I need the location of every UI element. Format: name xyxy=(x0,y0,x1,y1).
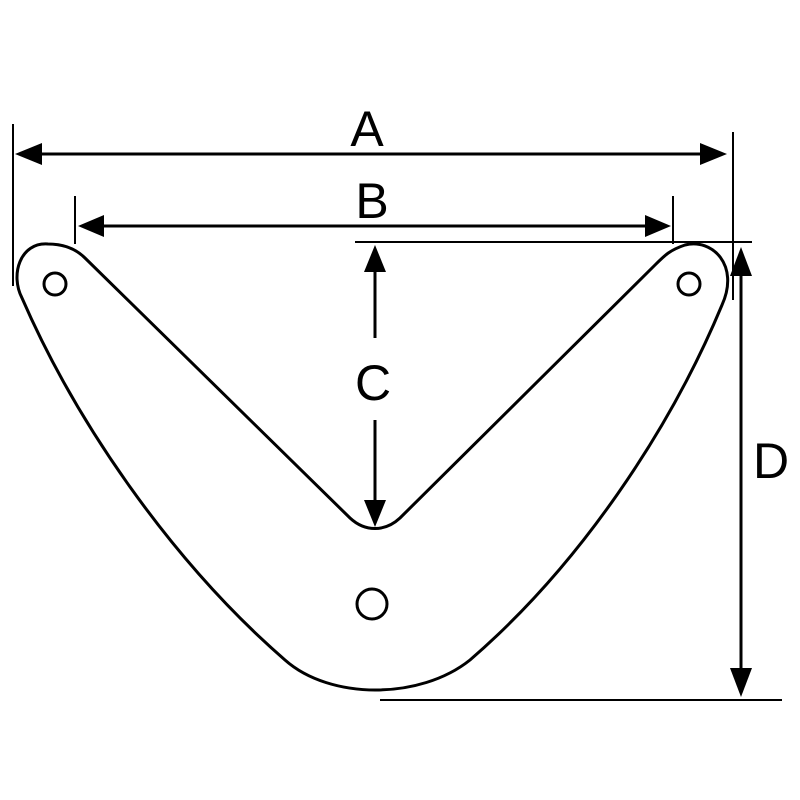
dimension-a-arrow-right xyxy=(700,143,727,165)
dimension-c-arrow-top xyxy=(364,245,386,272)
dimension-c: C xyxy=(355,245,391,527)
dimension-d-arrow-bottom xyxy=(730,668,752,697)
dimension-d-arrow-top xyxy=(730,247,752,276)
dimension-d: D xyxy=(730,247,789,697)
dimension-b-arrow-left xyxy=(78,215,104,237)
center-mounting-hole xyxy=(355,587,389,621)
dimension-d-label: D xyxy=(753,433,789,489)
left-mounting-hole xyxy=(42,271,68,297)
dimension-a: A xyxy=(15,101,727,165)
dimension-b: B xyxy=(78,173,671,237)
right-mounting-hole xyxy=(676,271,702,297)
dimension-a-label: A xyxy=(350,101,384,157)
v-bracket-outline xyxy=(15,242,730,692)
dimension-c-arrow-bottom xyxy=(364,500,386,527)
dimension-b-label: B xyxy=(355,173,388,229)
dimension-c-label: C xyxy=(355,355,391,411)
dimension-b-arrow-right xyxy=(645,215,671,237)
dimension-a-arrow-left xyxy=(15,143,42,165)
